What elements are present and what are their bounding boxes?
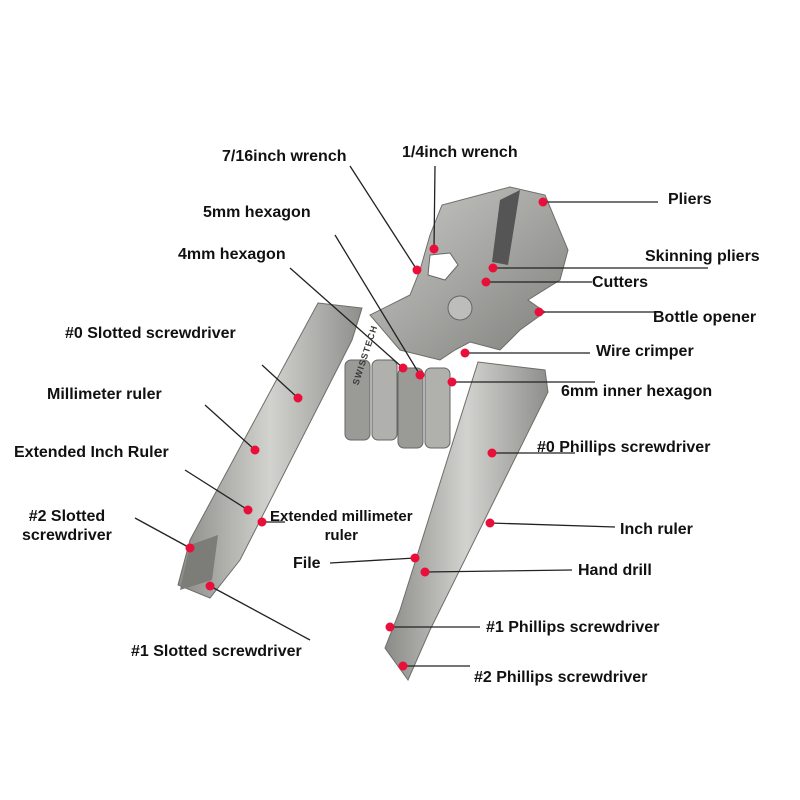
label-2-phillips-screwdriver: #2 Phillips screwdriver bbox=[474, 669, 648, 686]
label-skinning-pliers: Skinning pliers bbox=[645, 248, 760, 265]
wrench-hole bbox=[427, 252, 459, 281]
pliers-head bbox=[369, 186, 569, 361]
label-inch-ruler: Inch ruler bbox=[620, 521, 693, 538]
label-0-slotted-screwdriver: #0 Slotted screwdriver bbox=[65, 325, 236, 342]
label-line: #2 Slotted bbox=[28, 508, 106, 525]
label-6mm-inner-hexagon: 6mm inner hexagon bbox=[561, 383, 713, 400]
leader-lines bbox=[134, 165, 708, 667]
label-wire-crimper: Wire crimper bbox=[596, 343, 694, 360]
label-line: Extended millimeter bbox=[270, 508, 413, 525]
label-pliers: Pliers bbox=[668, 191, 712, 208]
label-0-phillips-screwdriver: #0 Phillips screwdriver bbox=[537, 439, 711, 456]
label-extended-millimeter-ruler: Extended millimeter ruler bbox=[270, 507, 413, 545]
hex-bits bbox=[344, 359, 451, 449]
label-cutters: Cutters bbox=[592, 274, 649, 291]
label-1-4-wrench: 1/4inch wrench bbox=[402, 144, 518, 161]
right-handle bbox=[384, 361, 549, 682]
label-line: screwdriver bbox=[22, 527, 112, 544]
label-line: ruler bbox=[324, 527, 358, 544]
marker-dots bbox=[185, 197, 548, 671]
label-5mm-hexagon: 5mm hexagon bbox=[203, 204, 311, 221]
label-file: File bbox=[293, 555, 321, 572]
label-millimeter-ruler: Millimeter ruler bbox=[47, 386, 162, 403]
label-hand-drill: Hand drill bbox=[578, 562, 652, 579]
label-1-slotted-screwdriver: #1 Slotted screwdriver bbox=[131, 643, 302, 660]
label-4mm-hexagon: 4mm hexagon bbox=[178, 246, 286, 263]
label-extended-inch-ruler: Extended Inch Ruler bbox=[14, 444, 169, 461]
label-2-slotted-screwdriver: #2 Slotted screwdriver bbox=[22, 507, 112, 545]
label-bottle-opener: Bottle opener bbox=[653, 309, 757, 326]
label-1-phillips-screwdriver: #1 Phillips screwdriver bbox=[486, 619, 660, 636]
pliers-jaw bbox=[492, 190, 520, 265]
label-7-16-wrench: 7/16inch wrench bbox=[222, 148, 347, 165]
pivot-screw bbox=[447, 295, 473, 321]
